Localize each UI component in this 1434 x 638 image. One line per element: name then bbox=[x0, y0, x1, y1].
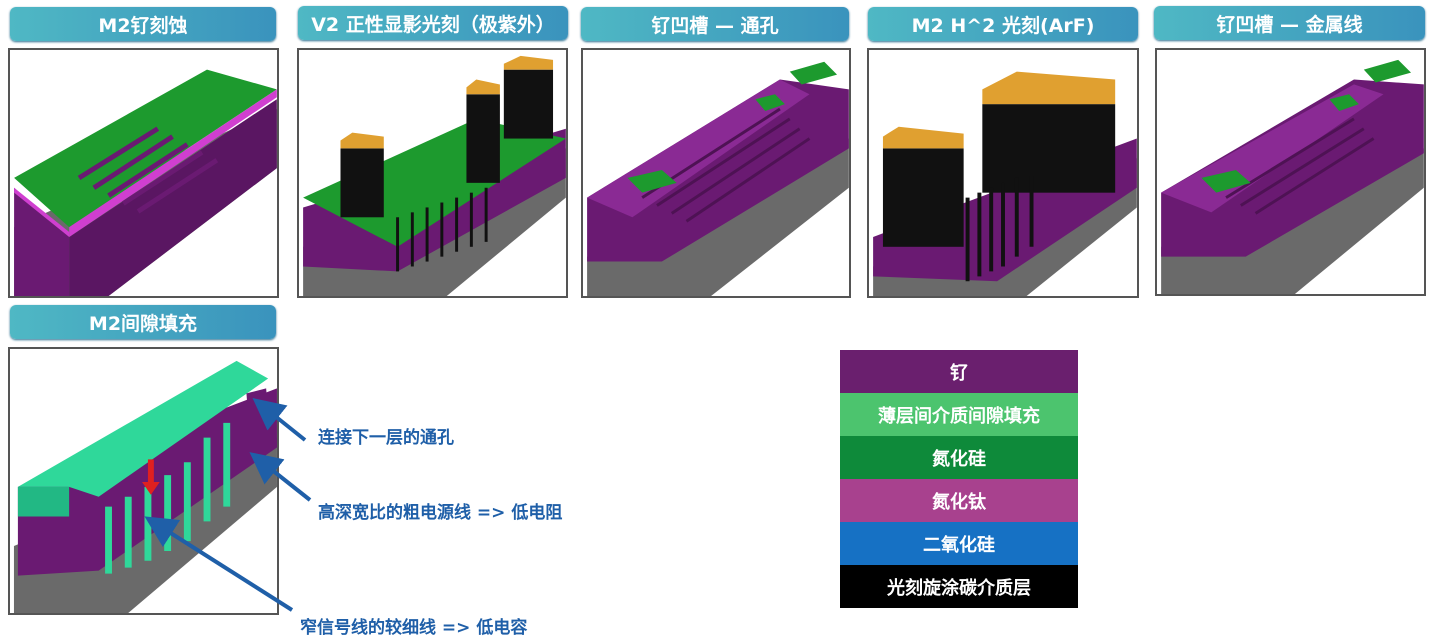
legend-sio2: 二氧化硅 bbox=[840, 522, 1078, 565]
material-legend: 钌 薄层间介质间隙填充 氮化硅 氮化钛 二氧化硅 光刻旋涂碳介质层 bbox=[840, 350, 1078, 608]
panel-title-ru-recess-via: 钌凹槽 — 通孔 bbox=[581, 7, 849, 41]
diagram-ru-recess-via bbox=[581, 48, 851, 298]
panel-title-m2-h2-arf: M2 H^2 光刻(ArF) bbox=[868, 7, 1138, 41]
legend-tin: 氮化钛 bbox=[840, 479, 1078, 522]
annotation-power-line: 高深宽比的粗电源线 => 低电阻 bbox=[318, 503, 563, 523]
red-arrow-icon bbox=[142, 459, 160, 495]
legend-soc: 光刻旋涂碳介质层 bbox=[840, 565, 1078, 608]
diagram-m2-h2-arf bbox=[867, 48, 1139, 298]
diagram-m2-ru-etch bbox=[8, 48, 279, 298]
diagram-v2-euv bbox=[297, 48, 568, 298]
panel-title-v2-euv: V2 正性显影光刻（极紫外） bbox=[298, 6, 568, 40]
diagram-m2-gapfill bbox=[8, 347, 279, 615]
diagram-ru-recess-line bbox=[1155, 48, 1426, 296]
legend-sin: 氮化硅 bbox=[840, 436, 1078, 479]
annotation-via: 连接下一层的通孔 bbox=[318, 428, 454, 448]
legend-ru: 钌 bbox=[840, 350, 1078, 393]
panel-title-ru-recess-line: 钌凹槽 — 金属线 bbox=[1154, 6, 1425, 40]
annotation-signal-line: 窄信号线的较细线 => 低电容 bbox=[300, 618, 528, 638]
panel-title-m2-gapfill: M2间隙填充 bbox=[10, 305, 276, 339]
panel-title-m2-ru-etch: M2钌刻蚀 bbox=[10, 7, 276, 41]
legend-ild-gapfill: 薄层间介质间隙填充 bbox=[840, 393, 1078, 436]
